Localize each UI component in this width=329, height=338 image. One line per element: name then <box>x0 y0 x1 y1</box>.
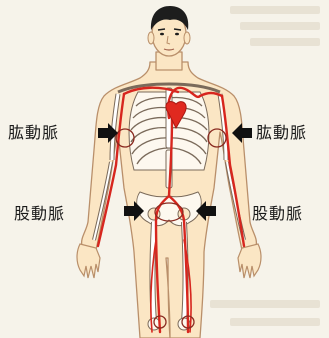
femoral-artery-label-right: 股動脈 <box>252 205 303 223</box>
head <box>148 6 190 56</box>
left-hand <box>77 244 100 278</box>
brachial-artery-label-left: 肱動脈 <box>8 124 59 142</box>
femoral-artery-label-left: 股動脈 <box>14 205 65 223</box>
brachial-artery-label-right: 肱動脈 <box>256 124 307 142</box>
right-hand <box>238 244 261 278</box>
